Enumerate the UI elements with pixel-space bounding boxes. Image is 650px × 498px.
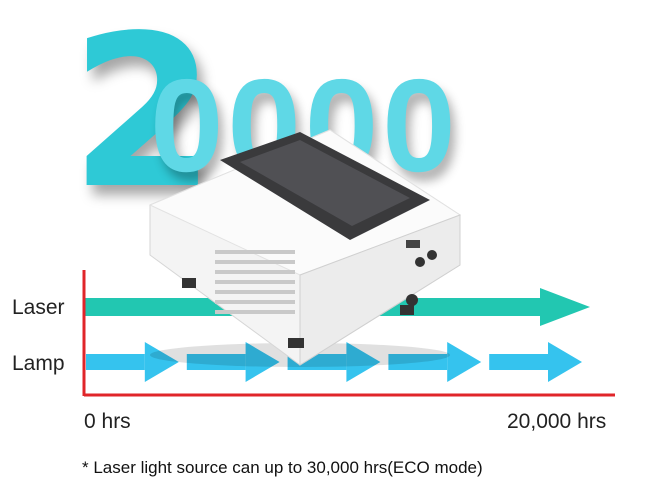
lamp-arrow-segment	[186, 342, 280, 382]
axis-start-label: 0 hrs	[84, 410, 131, 433]
lamp-arrows	[86, 342, 582, 382]
lamp-arrow-segment	[489, 342, 582, 382]
lamp-arrow-segment	[86, 342, 179, 382]
headline-first-digit: 2	[70, 0, 217, 235]
lamp-label: Lamp	[12, 352, 65, 375]
axis-end-label: 20,000 hrs	[507, 410, 607, 433]
headline-number: 2	[70, 8, 216, 218]
footnote: * Laser light source can up to 30,000 hr…	[82, 458, 483, 477]
projector-image	[148, 129, 462, 367]
lamp-arrow-segment	[388, 342, 482, 382]
laser-label: Laser	[12, 296, 65, 319]
